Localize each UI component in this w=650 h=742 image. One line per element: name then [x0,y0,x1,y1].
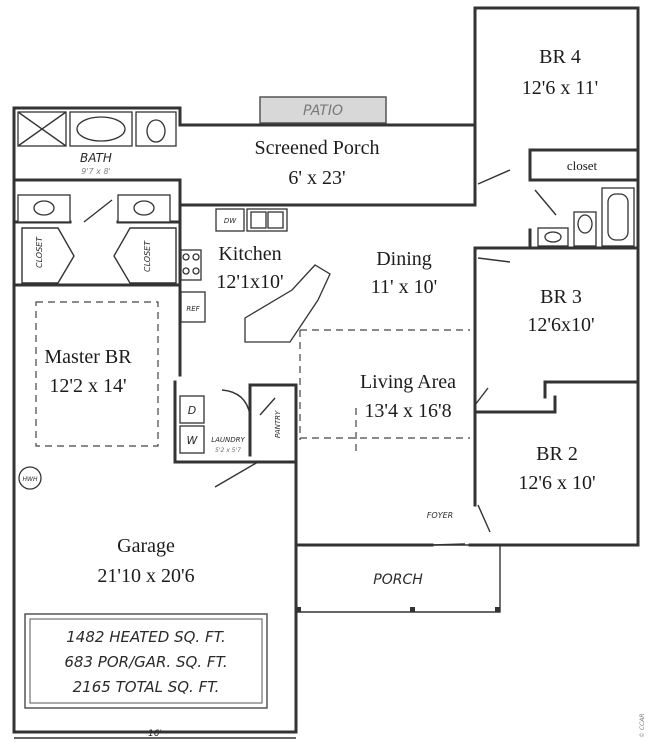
dashed-zones [35,301,470,455]
pantry-label: PANTRY [274,410,282,438]
porch-posts [296,607,500,612]
dimension-bottom: 16' [148,729,162,739]
br4-dims: 12'6 x 11' [522,77,598,99]
closet-left-label: CLOSET [35,236,44,268]
dryer-label: D [188,404,196,417]
washer-label: W [187,434,199,447]
heated-area: 1482 HEATED SQ. FT. [66,628,225,646]
total-area: 2165 TOTAL SQ. FT. [73,678,220,696]
master-dims: 12'2 x 14' [49,375,126,397]
br2-name: BR 2 [536,443,578,465]
laundry-label: LAUNDRY [211,436,245,444]
ref-label: REF [186,305,200,313]
garage-name: Garage [117,535,175,557]
dining-dims: 11' x 10' [371,276,437,298]
br2-dims: 12'6 x 10' [518,472,595,494]
area-summary-box: 1482 HEATED SQ. FT. 683 POR/GAR. SQ. FT.… [24,613,268,709]
br4-name: BR 4 [539,46,581,68]
patio: PATIO [259,96,387,124]
hwh-label: HWH [23,476,38,483]
closet-name: closet [567,158,598,173]
kitchen-dims: 12'1x10' [216,271,283,293]
hall-bath-fixtures [537,187,635,247]
water-heater: HWH [18,466,42,490]
door-swings [83,169,557,546]
br3-name: BR 3 [540,286,582,308]
dining-name: Dining [376,248,432,270]
closet-right-label: CLOSET [143,240,152,272]
bath-dims: 9'7 x 8' [81,167,111,176]
porch-garage-area: 683 POR/GAR. SQ. FT. [64,653,227,671]
screened-porch-dims: 6' x 23' [288,167,345,189]
garage-dims: 21'10 x 20'6 [97,565,194,587]
foyer-name: FOYER [427,511,453,520]
master-bath-fixtures: BATH 9'7 x 8' [17,111,177,223]
watermark: © CCAR [639,713,646,738]
closets-master: CLOSET CLOSET [21,227,177,284]
dw-label: DW [224,217,237,225]
living-dims: 13'4 x 16'8 [364,400,451,422]
screened-porch-name: Screened Porch [255,137,380,159]
br3-dims: 12'6x10' [527,314,594,336]
laundry-dims: 5'2 x 5'7 [215,447,241,454]
laundry: D W LAUNDRY 5'2 x 5'7 PANTRY [179,395,282,454]
kitchen-name: Kitchen [218,243,281,265]
exterior-walls [12,6,640,734]
room-labels: BR 4 12'6 x 11' Screened Porch 6' x 23' … [44,46,598,588]
master-name: Master BR [44,346,132,368]
kitchen-fixtures: DW REF [180,208,331,343]
living-name: Living Area [360,371,456,393]
patio-label: PATIO [303,103,343,119]
bath-label: BATH [80,151,112,165]
dimension-line: 16' [14,729,296,739]
porch-name: PORCH [373,572,423,588]
